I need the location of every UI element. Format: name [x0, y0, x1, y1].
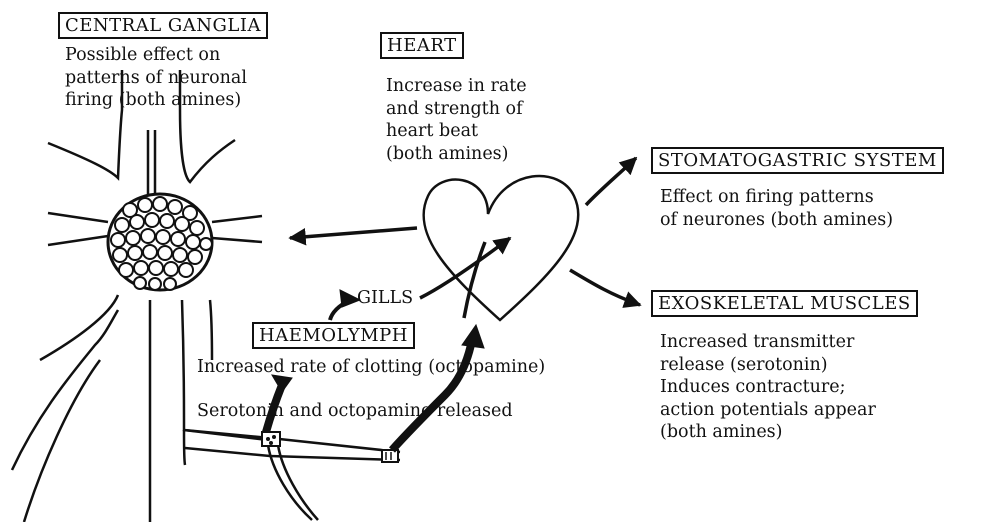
exoskeletal-line-3: Induces contracture;	[660, 376, 876, 399]
exoskeletal-line-5: (both amines)	[660, 421, 876, 444]
heart-line-2: and strength of	[386, 98, 527, 121]
stomatogastric-line-2: of neurones (both amines)	[660, 209, 893, 232]
heart-title: HEART	[380, 32, 464, 59]
exoskeletal-title: EXOSKELETAL MUSCLES	[651, 290, 918, 317]
central-ganglia-title: CENTRAL GANGLIA	[58, 12, 268, 39]
central-ganglia-line-2: patterns of neuronal	[65, 67, 247, 90]
heart-shape	[424, 176, 579, 320]
exoskeletal-line-4: action potentials appear	[660, 399, 876, 422]
stomatogastric-line-1: Effect on firing patterns	[660, 186, 893, 209]
exoskeletal-text: Increased transmitter release (serotonin…	[660, 331, 876, 444]
central-ganglia-text: Possible effect on patterns of neuronal …	[65, 44, 247, 112]
central-ganglia-line-3: firing (both amines)	[65, 89, 247, 112]
central-ganglia-line-1: Possible effect on	[65, 44, 247, 67]
stomatogastric-title: STOMATOGASTRIC SYSTEM	[651, 147, 944, 174]
gills-label: GILLS	[357, 287, 413, 309]
heart-line-4: (both amines)	[386, 143, 527, 166]
haemolymph-release-text: Serotonin and octopamine released	[197, 400, 513, 422]
ganglion-cell-cluster	[108, 194, 212, 290]
stomatogastric-text: Effect on firing patterns of neurones (b…	[660, 186, 893, 231]
heart-line-1: Increase in rate	[386, 75, 527, 98]
exoskeletal-line-1: Increased transmitter	[660, 331, 876, 354]
haemolymph-clotting-text: Increased rate of clotting (octopamine)	[197, 356, 545, 378]
heart-line-3: heart beat	[386, 120, 527, 143]
haemolymph-title: HAEMOLYMPH	[252, 322, 415, 349]
heart-text: Increase in rate and strength of heart b…	[386, 75, 527, 165]
exoskeletal-line-2: release (serotonin)	[660, 354, 876, 377]
